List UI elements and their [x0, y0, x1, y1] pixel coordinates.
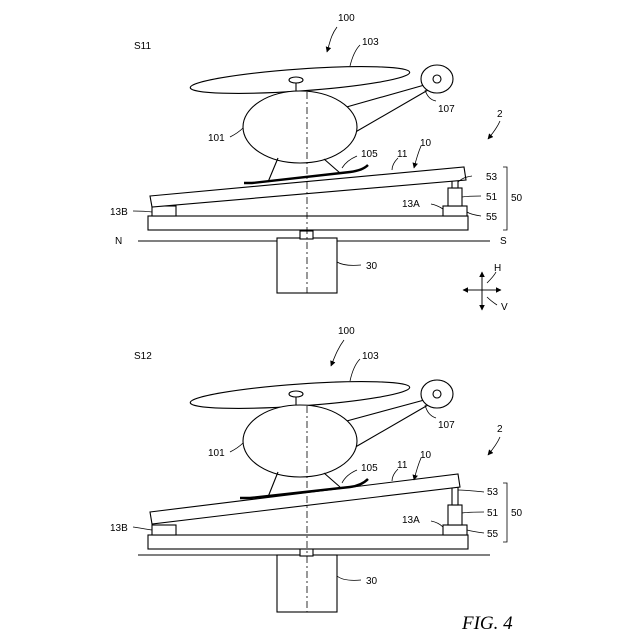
figure-label: FIG. 4: [461, 613, 513, 634]
support-13a-s12: [443, 525, 467, 535]
ref-actuator-mid: 51: [486, 192, 498, 203]
ref-support-a: 13A: [402, 199, 420, 210]
fuselage: [243, 405, 357, 477]
base-plate-s12: [148, 535, 468, 549]
ref-support-b: 13B: [110, 523, 128, 534]
ref-actuator-top: 53: [487, 487, 499, 498]
ref-actuator-base: 55: [487, 529, 499, 540]
ref-actuator-top: 53: [486, 172, 498, 183]
ref-actuator-group: 50: [511, 193, 523, 204]
ref-top-plate: 11: [397, 149, 408, 160]
ref-system: 2: [497, 424, 503, 435]
support-13b-s12: [152, 525, 176, 535]
ref-skid: 105: [361, 149, 378, 160]
ref-body: 101: [208, 448, 225, 459]
ref-stage: 10: [420, 138, 432, 149]
support-13b-s11: [152, 206, 176, 216]
ref-skid: 105: [361, 463, 378, 474]
ref-support-a: 13A: [402, 515, 420, 526]
tail-rotor: [421, 380, 453, 408]
ref-actuator-mid: 51: [487, 508, 499, 519]
support-13a-s11: [443, 206, 467, 216]
rotor-hub: [289, 77, 303, 83]
actuator-53-s12: [452, 487, 458, 505]
ref-actuator-group: 50: [511, 508, 523, 519]
fuselage: [243, 91, 357, 163]
ref-tail: 107: [438, 104, 455, 115]
base-plate-s11: [148, 216, 468, 230]
ref-stage: 10: [420, 450, 432, 461]
rotor-hub: [289, 391, 303, 397]
ref-aircraft: 100: [338, 13, 355, 24]
direction-indicator: [463, 272, 501, 310]
actuator-51-s12: [448, 505, 462, 525]
ref-aircraft: 100: [338, 326, 355, 337]
ref-rotor: 103: [362, 37, 379, 48]
aircraft-s11: [190, 61, 453, 183]
step-label-s12: S12: [134, 351, 152, 362]
ref-tail: 107: [438, 420, 455, 431]
panel-s12: S12: [110, 326, 523, 612]
ref-pillar: 30: [366, 261, 378, 272]
tail-rotor: [421, 65, 453, 93]
step-label-s11: S11: [134, 41, 151, 52]
ref-rotor: 103: [362, 351, 379, 362]
axis-v-label: V: [501, 302, 508, 313]
ref-body: 101: [208, 133, 225, 144]
ref-support-b: 13B: [110, 207, 128, 218]
south-label: S: [500, 236, 507, 247]
panel-s11: S11 N S: [110, 13, 523, 313]
north-label: N: [115, 236, 122, 247]
ref-system: 2: [497, 109, 503, 120]
actuator-51-s11: [448, 188, 462, 206]
ref-actuator-base: 55: [486, 212, 498, 223]
axis-h-label: H: [494, 263, 501, 274]
ref-top-plate: 11: [397, 460, 408, 471]
ref-pillar: 30: [366, 576, 378, 587]
